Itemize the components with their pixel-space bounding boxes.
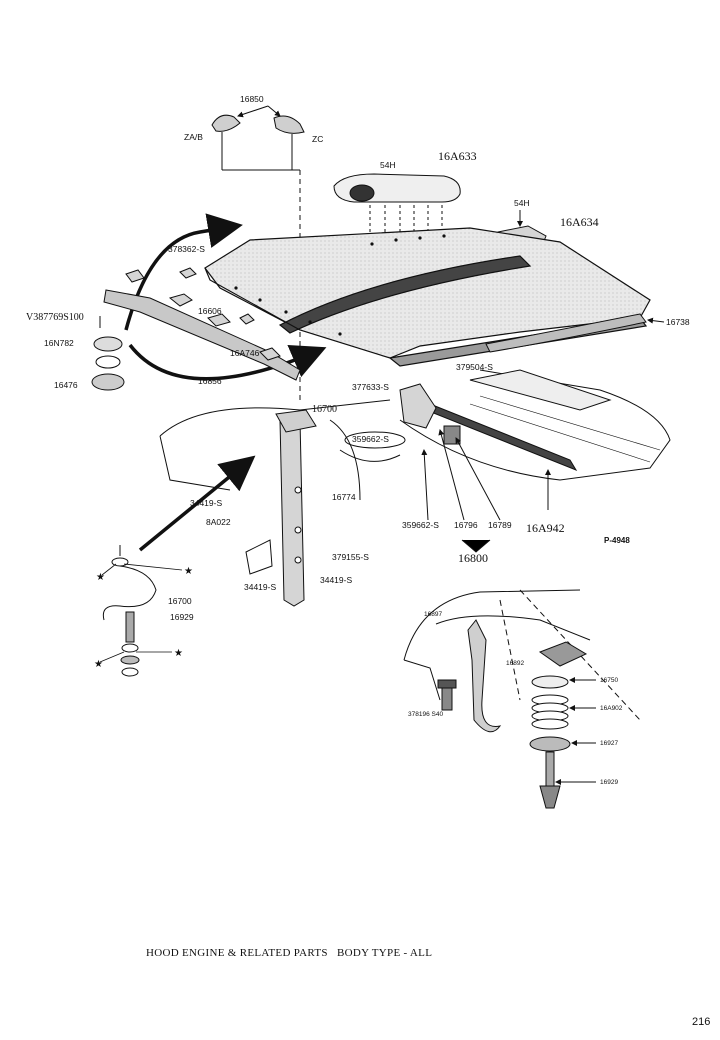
hood-pad-washers <box>91 316 125 391</box>
svg-text:★: ★ <box>94 659 103 670</box>
hood-latch-assembly-16800 <box>399 383 501 553</box>
label-16a634: 16A634 <box>560 215 599 229</box>
label-16476: 16476 <box>54 380 78 390</box>
label-16700-a: 16700 <box>312 404 337 415</box>
svg-text:★: ★ <box>174 648 183 659</box>
hood-hinge-left <box>103 267 301 381</box>
label-d16892: 16892 <box>506 660 524 667</box>
hood-support-bracket <box>245 409 317 607</box>
label-54h-b: 54H <box>514 198 530 208</box>
label-377633: 377633-S <box>352 382 389 392</box>
label-16a633: 16A633 <box>438 149 477 163</box>
figure-id: P-4948 <box>604 536 630 545</box>
svg-text:★: ★ <box>184 566 193 577</box>
label-16a746: 16A746 <box>230 348 260 358</box>
label-16774: 16774 <box>332 492 356 502</box>
engine-compartment <box>159 369 671 501</box>
label-16606: 16606 <box>198 306 222 316</box>
label-16738: 16738 <box>666 317 690 327</box>
label-34419-b: 34419-S <box>320 575 352 585</box>
label-8a022: 8A022 <box>206 517 231 527</box>
label-16n782: 16N782 <box>44 338 74 348</box>
label-16796: 16796 <box>454 520 478 530</box>
hood-panel <box>204 227 651 367</box>
label-d16897: 16897 <box>424 611 442 618</box>
label-16850: 16850 <box>240 94 264 104</box>
label-16856: 16856 <box>198 376 222 386</box>
label-v387769: V387769S100 <box>26 312 84 323</box>
label-d16750: 16750 <box>600 677 618 684</box>
svg-text:★: ★ <box>96 572 105 583</box>
label-zc: ZC <box>312 134 323 144</box>
latch-detail-view <box>403 589 641 809</box>
star-leader-lines <box>99 563 183 663</box>
label-zab: ZA/B <box>184 132 203 142</box>
label-16800: 16800 <box>458 551 488 565</box>
page-caption: HOOD ENGINE & RELATED PARTS BODY TYPE - … <box>146 947 433 959</box>
label-d378196: 378196 S40 <box>408 711 443 718</box>
hood-weatherstrip-16738 <box>485 313 665 353</box>
label-d16927: 16927 <box>600 740 618 747</box>
label-359662-b: 359662-S <box>402 520 439 530</box>
label-379155: 379155-S <box>332 552 369 562</box>
label-54h-a: 54H <box>380 160 396 170</box>
label-378362: 378362-S <box>168 244 205 254</box>
label-379504: 379504-S <box>456 362 493 372</box>
label-d16a902: 16A902 <box>600 705 623 712</box>
label-16a942: 16A942 <box>526 521 565 535</box>
label-359662-a: 359662-S <box>352 434 389 444</box>
label-34419-c: 34419-S <box>244 582 276 592</box>
label-34419-a: 34419-S <box>190 498 222 508</box>
part-labels: 16850 ZA/B ZC 54H 16A633 54H 16A634 3783… <box>26 94 690 786</box>
label-d16929: 16929 <box>600 779 618 786</box>
hood-emblem-16850 <box>211 105 305 400</box>
page-number: 216 <box>692 1016 711 1028</box>
label-16700-b: 16700 <box>168 596 192 606</box>
star-markers: ★ ★ ★ ★ <box>94 566 193 670</box>
hood-scoop-16A633 <box>333 173 461 262</box>
label-16789: 16789 <box>488 520 512 530</box>
hood-safety-cable-16700 <box>102 545 157 677</box>
label-16929-a: 16929 <box>170 612 194 622</box>
hood-latch-rail-16A942 <box>418 398 578 510</box>
